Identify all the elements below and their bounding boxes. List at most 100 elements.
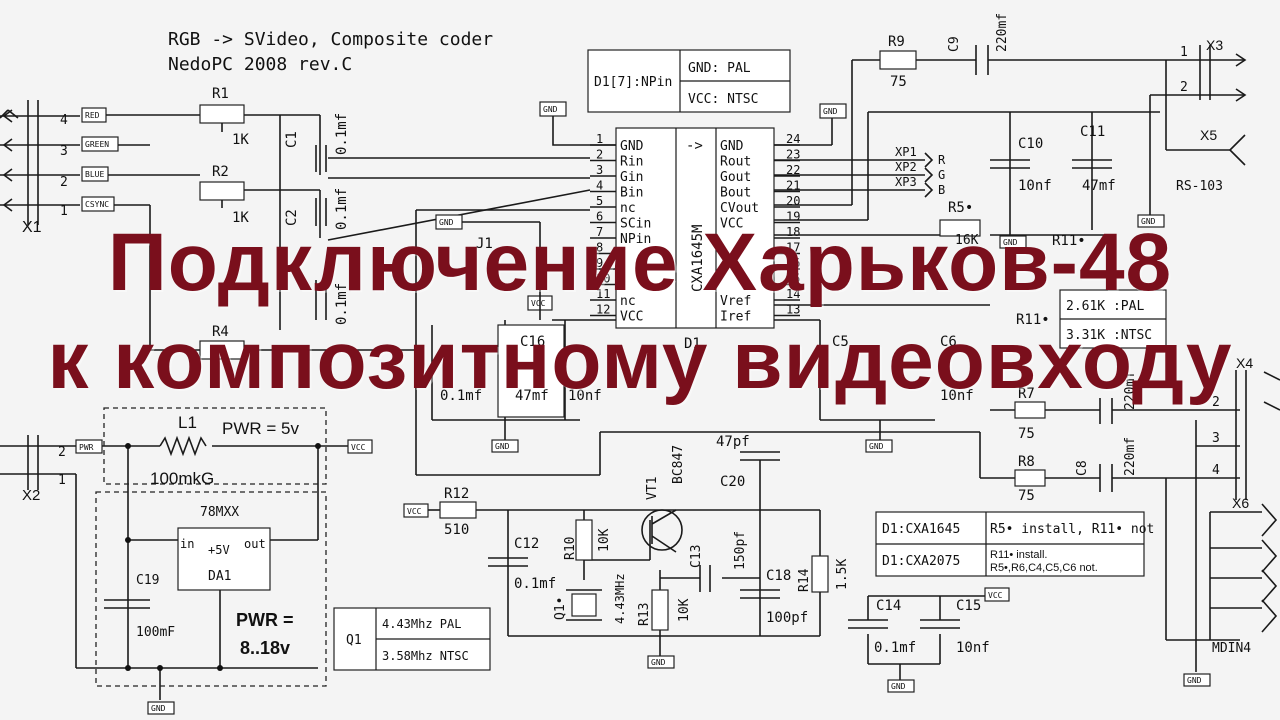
q1-table-label: Q1	[346, 633, 362, 648]
reg-out: out	[244, 537, 266, 551]
chip-left-pin-number: 12	[596, 303, 610, 317]
resistor-r7	[1014, 401, 1046, 419]
d1-table-gnd: GND: PAL	[688, 61, 751, 76]
q1-option-table: Q1 4.43Mhz PAL 3.58Mhz NTSC	[333, 607, 491, 671]
overlay-title-line1: Подключение Харьков-48	[107, 217, 1173, 308]
gnd-tag-x5-text: GND	[1141, 217, 1156, 226]
chip-left-pin-number: 8	[596, 241, 603, 255]
r8-label: R8	[1018, 454, 1035, 470]
variant-r1b: R5• install, R11• not	[990, 522, 1154, 537]
chip-left-pin-name: Bin	[620, 186, 643, 201]
r9-label: R9	[888, 34, 905, 50]
pwr-5v-label: PWR = 5v	[222, 419, 299, 438]
c15-label: C15	[956, 598, 981, 614]
crystal-q1	[571, 593, 597, 617]
c3-value: 0.1mf	[334, 283, 350, 325]
x1-pin-4: 4	[60, 113, 68, 128]
resistor-r2	[199, 181, 245, 201]
variant-r2a: D1:CXA2075	[882, 554, 960, 569]
c6-value: 10nf	[940, 388, 974, 404]
l1-label: L1	[178, 413, 197, 432]
gnd-tag-pwr	[147, 701, 175, 715]
chip-right-pin-name: GND	[720, 139, 744, 154]
chip-left-pin-name: nc	[620, 201, 636, 216]
r2-value: 1K	[232, 210, 249, 226]
connector-x1: 4 3 2 1 X1	[0, 100, 80, 236]
chip-right-wiring	[774, 59, 1245, 641]
x1-pin-3: 3	[60, 144, 68, 159]
c10-value: 10nf	[1018, 178, 1052, 194]
c14-value: 0.1mf	[874, 640, 916, 656]
inductor-l1	[159, 435, 207, 457]
c20-value: 47pf	[716, 434, 750, 450]
r11-option-table: 2.61K :PAL 3.31K :NTSC	[1059, 289, 1167, 349]
chip-right-pin-name: Vref	[720, 294, 751, 309]
x1-pin-1: 1	[60, 204, 68, 219]
chip-left-pin-name: Gin	[620, 170, 643, 185]
gnd-tag-osc-text: GND	[651, 658, 666, 667]
tag-csync: CSYNC	[85, 200, 109, 209]
gnd-tag-c5	[865, 439, 893, 453]
gnd-tag-x6	[1183, 673, 1211, 687]
r12-value: 510	[444, 522, 469, 538]
chip-left-pin-number: 11	[596, 287, 610, 301]
vt1-label: VT1	[645, 477, 660, 500]
pwr-tag	[75, 439, 103, 454]
c16-value-b: 47mf	[515, 388, 549, 404]
x6-ref: X6	[1232, 495, 1249, 511]
c1-value: 0.1mf	[334, 113, 350, 155]
oscillator-wiring	[428, 460, 821, 656]
x3-pin-1: 1	[1180, 45, 1188, 60]
c9-label: C9	[947, 36, 962, 52]
chip-left-pin-number: 2	[596, 148, 603, 162]
l1-dashed-area	[103, 407, 327, 485]
r9-value: 75	[890, 74, 907, 90]
chip-right-pin-name: Gout	[720, 170, 751, 185]
c14-label: C14	[876, 598, 901, 614]
chip-right-pin-number: 14	[786, 287, 800, 301]
x2-pin-1: 1	[58, 473, 66, 488]
chip-left-pin-number: 6	[596, 210, 603, 224]
r10-value: 10K	[597, 528, 612, 552]
xp3-label: XP3	[895, 175, 917, 189]
chip-left-pin-number: 7	[596, 225, 603, 239]
vcc-tag-chip-text: VCC	[531, 299, 546, 308]
gnd-tag-pwr-text: GND	[151, 704, 166, 713]
c9-value: 220mf	[995, 13, 1010, 52]
regulator-dashed-area	[95, 491, 327, 687]
vcc-tag-decoupling	[984, 587, 1010, 602]
chip-ref: D1	[684, 336, 701, 352]
c20-label: C20	[720, 474, 745, 490]
r4-label: R4	[212, 324, 229, 340]
r11-ntsc: 3.31K :NTSC	[1066, 328, 1152, 343]
chip-right-pin-name: Bout	[720, 186, 751, 201]
c16-value-c: 10nf	[568, 388, 602, 404]
gnd-tag-c16	[491, 439, 519, 453]
x2-ref: X2	[22, 487, 40, 504]
gnd-tag-j1-text: GND	[439, 218, 454, 227]
x4-ref: X4	[1236, 355, 1253, 371]
x1-pin-2: 2	[60, 175, 68, 190]
chip-left-pin-number: 5	[596, 194, 603, 208]
xp1-pin: R	[938, 153, 946, 167]
x3-ref: X3	[1206, 37, 1223, 53]
x5-type: RS-103	[1176, 179, 1223, 194]
r10-label: R10	[563, 537, 578, 560]
j1-label: J1	[476, 236, 493, 252]
c19-label: C19	[136, 573, 159, 588]
pwr-range-label: PWR =	[236, 610, 294, 630]
chip-left-pin-number: 9	[596, 256, 603, 270]
chip-d1: -> CXA1645M D1	[615, 127, 775, 352]
capacitor-c1-c2	[315, 145, 327, 320]
vcc-tag-decoupling-text: VCC	[988, 591, 1003, 600]
r11-pal: 2.61K :PAL	[1066, 299, 1144, 314]
d1-table-label: D1[7]:NPin	[594, 75, 672, 90]
chip-arrow: ->	[686, 138, 703, 154]
chip-left-pin-number: 1	[596, 132, 603, 146]
c5-label: C5	[832, 334, 849, 350]
chip-left-pin-name: Rin	[620, 155, 643, 170]
vcc-tag-osc-text: VCC	[407, 507, 422, 516]
chip-left-pin-name: VCC	[620, 310, 643, 325]
tag-blue: BLUE	[85, 170, 104, 179]
